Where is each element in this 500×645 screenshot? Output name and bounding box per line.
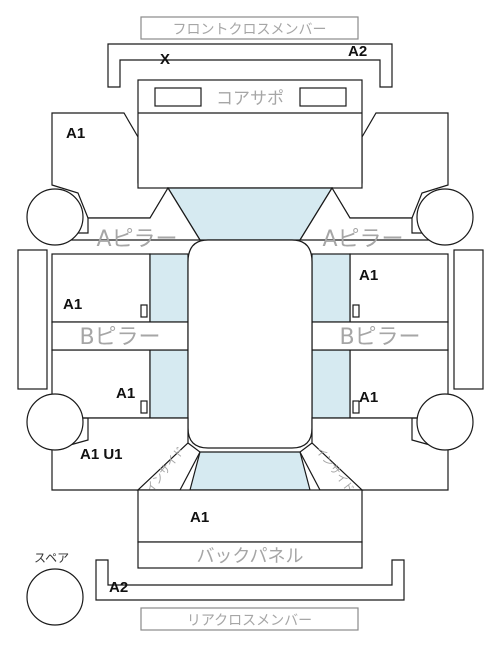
grade-a1u1-rear-left: A1 U1	[80, 446, 123, 463]
back-panel[interactable]	[137, 541, 363, 569]
front-cross-member-box[interactable]	[140, 16, 359, 40]
front-cross-member-label: フロントクロスメンバー	[173, 22, 327, 38]
rear-window[interactable]	[189, 451, 311, 491]
b-pillar-left-label: Bピラー	[79, 325, 160, 350]
rear-right-quarter-panel[interactable]	[311, 417, 449, 491]
grade-x: X	[160, 51, 170, 68]
spare-tire[interactable]	[26, 568, 84, 626]
rear-right-window[interactable]	[311, 349, 351, 419]
right-headlight[interactable]	[299, 87, 347, 107]
a-pillar-left[interactable]	[51, 186, 202, 241]
grade-a1-right-upper: A1	[359, 267, 378, 284]
front-reinforcement[interactable]	[107, 43, 393, 88]
grade-a1-front-left: A1	[66, 125, 85, 142]
rear-left-quarter-panel[interactable]	[51, 417, 189, 491]
b-pillar-right[interactable]	[311, 321, 449, 351]
front-left-wheel[interactable]	[26, 188, 84, 246]
rear-cross-member-box[interactable]	[140, 607, 359, 631]
roof[interactable]	[187, 239, 313, 449]
front-right-window[interactable]	[311, 253, 351, 323]
left-headlight[interactable]	[154, 87, 202, 107]
a-pillar-right[interactable]	[298, 186, 449, 241]
rear-left-wheel[interactable]	[26, 393, 84, 451]
back-panel-label: バックパネル	[196, 546, 303, 567]
a-pillar-left-label: Aピラー	[96, 227, 177, 252]
rear-cross-member-label: リアクロスメンバー	[187, 613, 312, 629]
front-left-door-handle	[140, 304, 148, 318]
front-right-door[interactable]	[349, 253, 449, 323]
grade-a1-left-mid: A1	[63, 296, 82, 313]
a-pillar-right-label: Aピラー	[322, 227, 403, 252]
grade-a2-front: A2	[348, 43, 367, 60]
grade-a1-right-lower: A1	[359, 389, 378, 406]
front-right-door-handle	[352, 304, 360, 318]
trunk-lid[interactable]	[137, 489, 363, 543]
b-pillar-right-label: Bピラー	[339, 325, 420, 350]
grade-a1-trunk: A1	[190, 509, 209, 526]
rear-reinforcement[interactable]	[95, 559, 405, 601]
rear-right-door-handle	[352, 400, 360, 414]
core-support-label: コアサポ	[216, 89, 284, 109]
left-rocker-panel[interactable]	[17, 249, 48, 390]
rear-left-window[interactable]	[149, 349, 189, 419]
grade-a1-left-lower: A1	[116, 385, 135, 402]
rear-left-door-handle	[140, 400, 148, 414]
front-right-wheel[interactable]	[416, 188, 474, 246]
b-pillar-left[interactable]	[51, 321, 189, 351]
rear-right-wheel[interactable]	[416, 393, 474, 451]
spare-label: スペア	[34, 551, 69, 565]
grade-a2-rear: A2	[109, 579, 128, 596]
right-rocker-panel[interactable]	[453, 249, 484, 390]
front-left-door[interactable]	[51, 253, 151, 323]
front-left-window[interactable]	[149, 253, 189, 323]
